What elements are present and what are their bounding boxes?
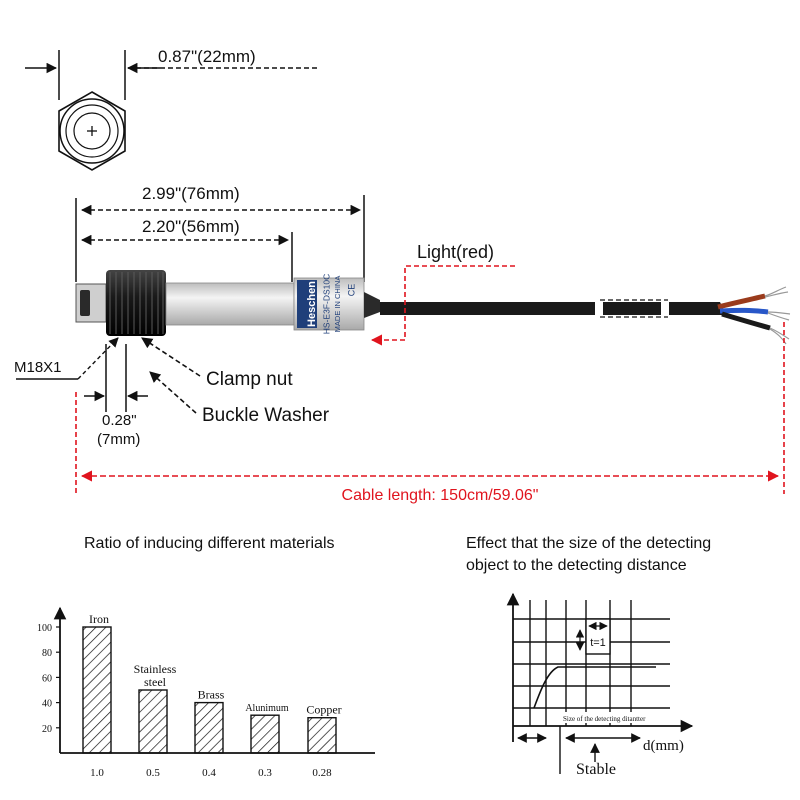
materials-bar (194, 701, 224, 754)
materials-y-tick-label: 40 (42, 699, 52, 710)
materials-heading: Ratio of inducing different materials (84, 535, 335, 552)
cable-length-label: Cable length: 150cm/59.06" (342, 487, 539, 504)
materials-ratio-label: 0.5 (146, 767, 160, 779)
buckle-washer-callout: Buckle Washer (149, 371, 330, 426)
clamp-nut-callout: Clamp nut (141, 337, 293, 390)
materials-category-label: Brass (198, 688, 225, 702)
hex-dimension: 0.87"(22mm) (25, 47, 318, 100)
light-callout: Light(red) (370, 242, 515, 346)
hex-nut-end-view (58, 91, 126, 171)
sensor: Heschen HS-E3F-DS10C MADE IN CHINA CE (75, 270, 791, 345)
materials-category-label: Stainless (134, 662, 177, 676)
distance-x-label: d(mm) (643, 738, 684, 754)
materials-bar (250, 714, 280, 754)
materials-category-label: steel (144, 675, 167, 689)
materials-bar (138, 689, 168, 754)
clamp-nut-shape (106, 270, 166, 336)
ce-mark: CE (346, 284, 356, 297)
cable-length-dimension: Cable length: 150cm/59.06" (75, 322, 785, 504)
light-label: Light(red) (417, 242, 494, 262)
clamp-nut-label: Clamp nut (206, 369, 293, 390)
materials-ratio-label: 0.28 (312, 767, 332, 779)
materials-ratio-label: 1.0 (90, 767, 104, 779)
materials-ratio-label: 0.3 (258, 767, 272, 779)
thread-length-label: 2.20"(56mm) (142, 217, 240, 236)
nut-width-in-label: 0.28" (102, 412, 137, 429)
thread-callout: M18X1 (14, 337, 119, 380)
t-label: t=1 (590, 637, 606, 649)
materials-bar (307, 717, 337, 754)
materials-category-label: Iron (89, 612, 109, 626)
materials-y-tick-label: 60 (42, 673, 52, 684)
materials-y-tick-label: 100 (37, 623, 52, 634)
materials-category-label: Alunimum (245, 703, 289, 714)
distance-inner-label: Size of the detecting ditantter (563, 715, 646, 723)
thread-size-label: M18X1 (14, 359, 62, 376)
materials-category-label: Copper (306, 703, 341, 717)
length-dimensions: 2.99"(76mm) 2.20"(56mm) (75, 184, 365, 282)
buckle-washer-label: Buckle Washer (202, 405, 330, 426)
distance-heading-line1: Effect that the size of the detecting (466, 535, 711, 552)
model-label: HS-E3F-DS10C (321, 274, 331, 334)
materials-y-tick-label: 20 (42, 724, 52, 735)
total-length-label: 2.99"(76mm) (142, 184, 240, 203)
nut-width-mm-label: (7mm) (97, 431, 140, 448)
origin-label: MADE IN CHINA (333, 276, 342, 333)
distance-curve (533, 666, 656, 709)
distance-chart: t=1 Size of the detecting ditantter d(mm… (506, 592, 694, 778)
materials-ratio-label: 0.4 (202, 767, 216, 779)
cable (380, 302, 595, 315)
stable-label: Stable (576, 761, 616, 778)
brand-label: Heschen (306, 281, 318, 327)
distance-heading-line2: object to the detecting distance (466, 557, 687, 574)
hex-width-label: 0.87"(22mm) (158, 47, 256, 66)
materials-y-tick-label: 80 (42, 648, 52, 659)
nut-width-dimension: 0.28" (7mm) (84, 344, 148, 448)
materials-bar (82, 626, 112, 754)
